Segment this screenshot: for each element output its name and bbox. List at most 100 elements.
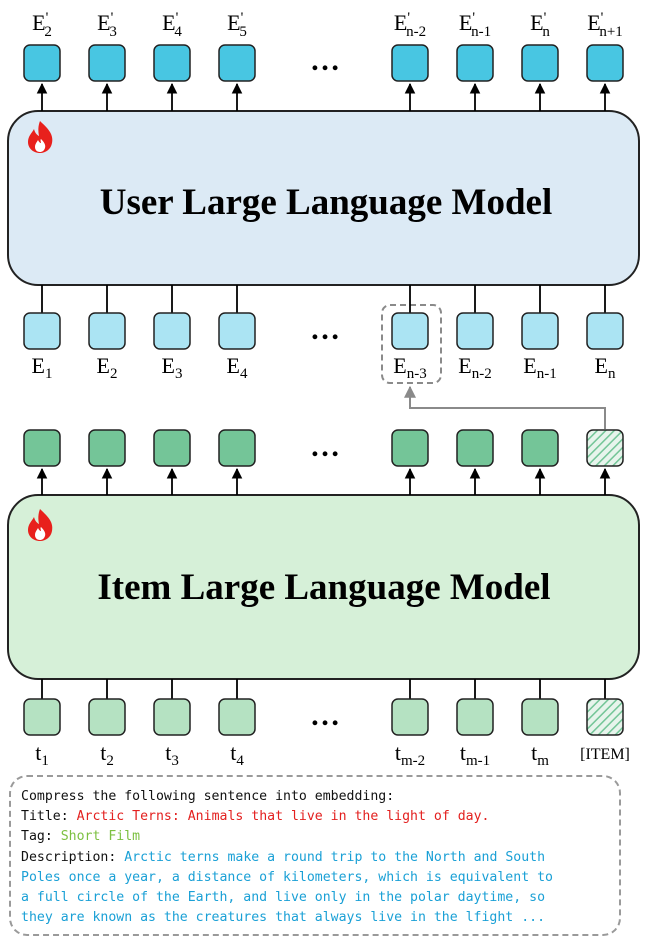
user-output-label: E'3 (97, 10, 117, 40)
item-input-label-sub: m-1 (466, 753, 490, 769)
item-input-label: t3 (165, 740, 179, 769)
item-output-token (23, 429, 61, 467)
user-input-label: En-1 (523, 353, 556, 382)
item-input-label-sub: m (537, 753, 549, 769)
item-input-label-sub: 3 (171, 753, 179, 769)
user-output-label: E'n+1 (587, 10, 623, 40)
user-input-label: E1 (32, 353, 53, 382)
item-output-token (456, 429, 494, 467)
user-input-label-base: E (595, 353, 608, 378)
user-input-token (218, 312, 256, 350)
item-output-token (218, 429, 256, 467)
prompt-title-row: Title: Arctic Terns: Animals that live i… (21, 807, 609, 827)
user-output-label: E'2 (32, 10, 52, 40)
user-output-token (521, 44, 559, 82)
user-output-label-base: E (97, 10, 110, 35)
user-output-label-base: E (32, 10, 45, 35)
item-input-token (456, 698, 494, 736)
item-input-label-sub: 2 (106, 753, 114, 769)
user-output-label-sup: ' (601, 10, 604, 26)
user-input-token (391, 312, 429, 350)
user-input-label: E3 (162, 353, 183, 382)
ellipsis-user-inputs: … (310, 313, 340, 346)
item-input-token (218, 698, 256, 736)
item-input-label: t2 (100, 740, 114, 769)
user-output-label-sup: ' (241, 10, 244, 26)
user-output-label-sub: 5 (239, 24, 247, 40)
prompt-box: Compress the following sentence into emb… (9, 775, 621, 936)
item-input-label-base: t (35, 740, 41, 765)
ellipsis-item-inputs: … (310, 699, 340, 732)
user-input-label-sub: n-2 (472, 366, 492, 382)
user-output-label-sub: n-2 (406, 24, 426, 40)
user-output-token (391, 44, 429, 82)
prompt-title-value: Arctic Terns: Animals that live in the l… (76, 809, 490, 825)
user-input-label: En (595, 353, 616, 382)
item-input-label-sub: 4 (236, 753, 244, 769)
user-output-label-sub: 3 (109, 24, 117, 40)
item-input-label-sub: m-2 (401, 753, 425, 769)
user-input-label-sub: 4 (240, 366, 248, 382)
user-output-token (218, 44, 256, 82)
user-input-token (23, 312, 61, 350)
user-output-label-sup: ' (544, 10, 547, 26)
user-output-label-sup: ' (407, 10, 410, 26)
item-input-label-base: t (531, 740, 537, 765)
user-output-label: E'4 (162, 10, 182, 40)
user-input-label: E2 (97, 353, 118, 382)
user-output-token (153, 44, 191, 82)
item-input-label-base: t (165, 740, 171, 765)
user-output-label-base: E (587, 10, 600, 35)
prompt-title-label: Title: (21, 809, 69, 825)
prompt-desc-label: Description: (21, 849, 117, 865)
item-input-label: tm-2 (395, 740, 425, 769)
item-input-label: tm (531, 740, 549, 769)
user-input-label-sub: 1 (45, 366, 53, 382)
user-input-label-sub: n-1 (537, 366, 557, 382)
item-input-token (23, 698, 61, 736)
user-output-label-sup: ' (176, 10, 179, 26)
user-output-label-sub: n+1 (599, 24, 622, 40)
item-input-token (521, 698, 559, 736)
user-input-token (88, 312, 126, 350)
user-input-label-sub: 2 (110, 366, 118, 382)
user-input-label: En-2 (458, 353, 491, 382)
user-output-token (586, 44, 624, 82)
user-output-label-sub: n (542, 24, 550, 40)
user-output-label: E'n-2 (394, 10, 426, 40)
prompt-desc-line-1: Arctic terns make a round trip to the No… (124, 849, 546, 865)
user-input-label-base: E (162, 353, 175, 378)
item-llm-block (7, 494, 640, 680)
user-input-label: E4 (227, 353, 248, 382)
selected-embedding-highlight (381, 304, 442, 384)
fire-icon (28, 121, 53, 153)
user-input-label-base: E (393, 353, 406, 378)
prompt-desc-line-4: they are known as the creatures that alw… (21, 910, 546, 926)
user-output-label-sub: n-1 (471, 24, 491, 40)
item-input-label: t4 (230, 740, 244, 769)
user-output-token (456, 44, 494, 82)
fire-icon (28, 509, 53, 541)
user-input-label: En-3 (393, 353, 426, 382)
item-embedding-connector (404, 385, 606, 429)
item-input-label: tm-1 (460, 740, 490, 769)
user-input-label-base: E (32, 353, 45, 378)
user-input-token (456, 312, 494, 350)
prompt-tag-value: Short Film (60, 829, 141, 845)
user-input-token (586, 312, 624, 350)
user-output-token (23, 44, 61, 82)
user-output-label-base: E (530, 10, 543, 35)
item-input-label-base: t (460, 740, 466, 765)
user-output-token (88, 44, 126, 82)
user-llm-block (7, 110, 640, 286)
prompt-tag-label: Tag: (21, 829, 53, 845)
user-output-label-sub: 2 (44, 24, 52, 40)
user-output-label: E'n (530, 10, 550, 40)
user-output-label-base: E (227, 10, 240, 35)
user-output-label-sup: ' (111, 10, 114, 26)
item-output-token (391, 429, 429, 467)
user-output-label: E'5 (227, 10, 247, 40)
user-output-label-sup: ' (46, 10, 49, 26)
item-llm-title: Item Large Language Model (97, 567, 550, 608)
